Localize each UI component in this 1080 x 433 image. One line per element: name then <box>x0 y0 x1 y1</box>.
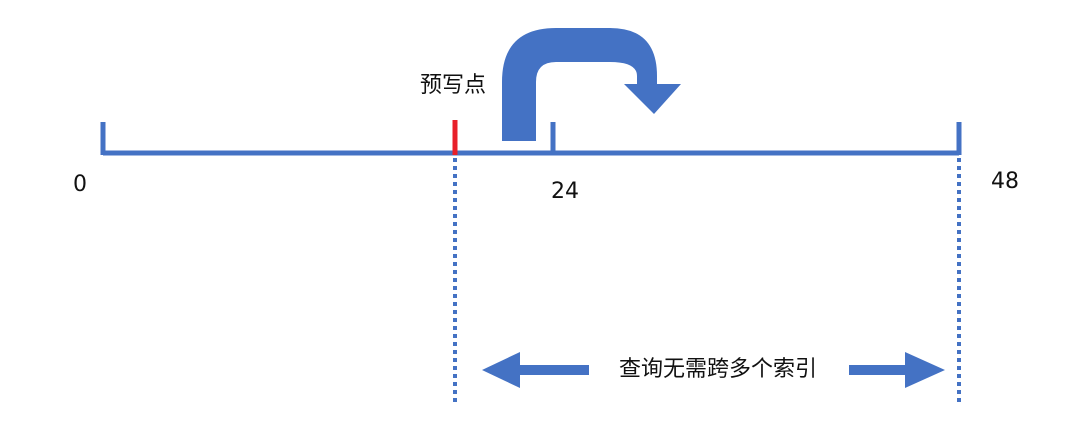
left-arrow-shaft <box>518 365 589 375</box>
left-arrow-head <box>482 352 520 388</box>
double-headed-arrow-icon <box>482 352 945 388</box>
u-turn-arrow-icon <box>502 28 681 141</box>
right-arrow-head <box>905 352 945 388</box>
right-arrow-shaft <box>849 365 907 375</box>
axis-label-end: 48 <box>991 169 1019 194</box>
axis-label-mid: 24 <box>551 179 579 204</box>
span-label: 查询无需跨多个索引 <box>619 357 817 382</box>
pre-write-label: 预写点 <box>420 73 486 98</box>
axis-label-start: 0 <box>73 172 87 197</box>
